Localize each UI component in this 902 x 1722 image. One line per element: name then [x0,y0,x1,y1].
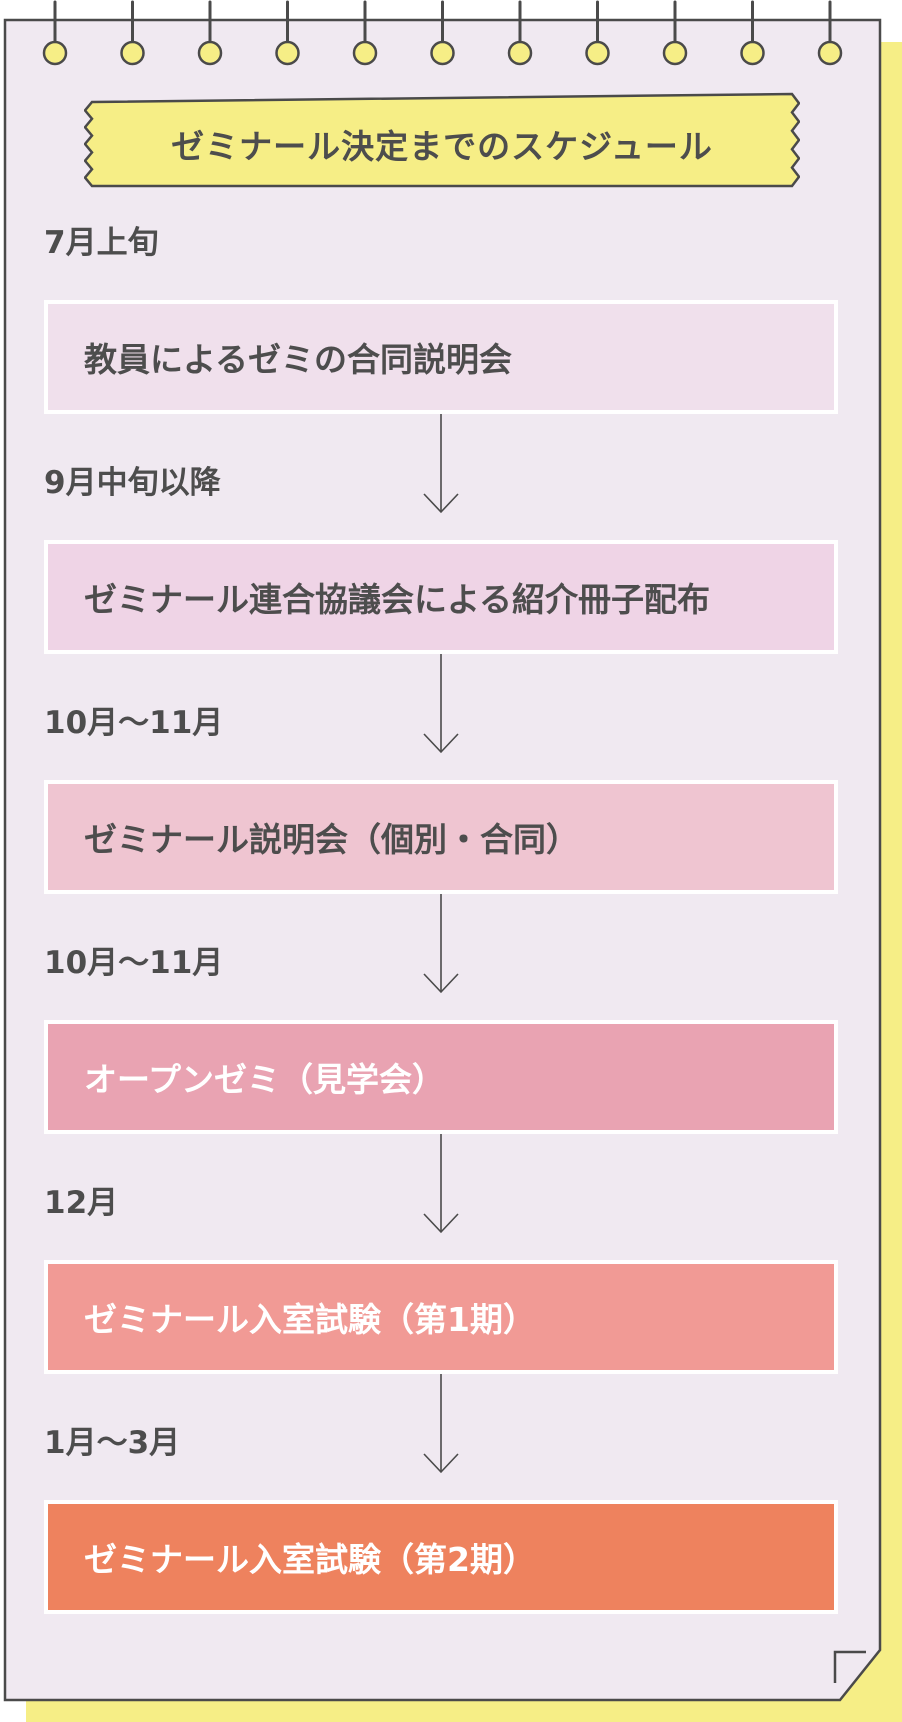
step-label: ゼミナール説明会（個別・合同） [84,820,579,859]
step-label: 教員によるゼミの合同説明会 [84,340,513,379]
step-box: オープンゼミ（見学会） [44,1020,838,1134]
down-arrow-icon [423,414,459,514]
ring-hole [42,40,68,66]
period-label: 1月〜3月 [44,1425,181,1461]
period-label: 12月 [44,1185,119,1221]
ring-hole [507,40,533,66]
page-curl-corner [833,1650,866,1683]
down-arrow-icon [423,894,459,994]
ring-hole [585,40,610,66]
down-arrow-icon [423,654,459,754]
ring-hole [817,40,843,66]
ring-hole [275,40,300,66]
step-box: ゼミナール入室試験（第1期） [44,1260,838,1374]
period-label: 10月〜11月 [44,945,224,981]
step-box: ゼミナール説明会（個別・合同） [44,780,838,894]
period-label: 10月〜11月 [44,705,224,741]
step-label: ゼミナール入室試験（第2期） [84,1540,536,1579]
down-arrow-icon [423,1374,459,1474]
ring-hole [352,40,378,66]
step-label: オープンゼミ（見学会） [84,1060,446,1099]
period-label: 9月中旬以降 [44,465,221,501]
page-title: ゼミナール決定までのスケジュール [171,127,713,166]
ring-hole [662,40,688,66]
step-label: ゼミナール入室試験（第1期） [84,1300,536,1339]
ring-hole [430,40,455,66]
ring-hole [740,40,765,66]
step-box: ゼミナール連合協議会による紹介冊子配布 [44,540,838,654]
ring-hole [197,40,223,66]
step-box: 教員によるゼミの合同説明会 [44,300,838,414]
down-arrow-icon [423,1134,459,1234]
step-label: ゼミナール連合協議会による紹介冊子配布 [84,580,711,619]
period-label: 7月上旬 [44,225,159,261]
spiral-binding [42,0,843,66]
step-box: ゼミナール入室試験（第2期） [44,1500,838,1614]
ring-hole [120,40,145,66]
title-tape [84,92,800,188]
